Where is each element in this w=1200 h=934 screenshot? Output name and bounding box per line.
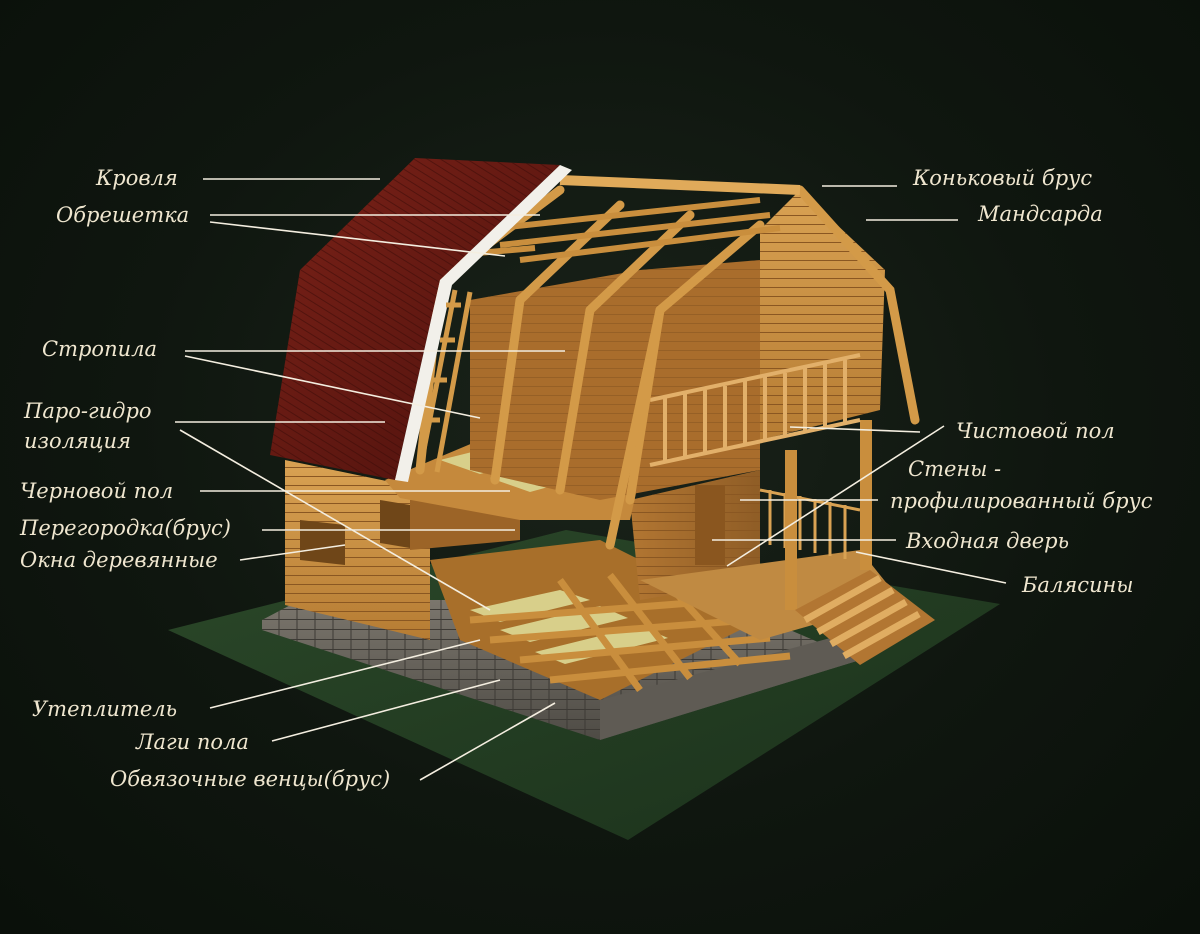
label-windows: Окна деревянные <box>20 547 218 573</box>
label-finish-floor: Чистовой пол <box>956 418 1115 444</box>
label-floor-joists: Лаги пола <box>136 729 249 755</box>
label-mansard: Мандсарда <box>978 201 1103 227</box>
label-balusters: Балясины <box>1022 572 1133 598</box>
label-partition: Перегородка(брус) <box>20 515 231 541</box>
label-rafters: Стропила <box>42 336 157 362</box>
entrance-door <box>695 485 725 565</box>
label-battens: Обрешетка <box>56 202 189 228</box>
label-ridge-beam: Коньковый брус <box>913 165 1092 191</box>
label-entrance-door: Входная дверь <box>906 528 1069 554</box>
label-vapour-barrier-1: Паро-гидро <box>24 398 152 424</box>
label-roofing: Кровля <box>96 165 178 191</box>
ridge-beam <box>560 180 800 190</box>
label-subfloor: Черновой пол <box>20 478 173 504</box>
label-sill-beams: Обвязочные венцы(брус) <box>110 766 390 792</box>
label-insulation: Утеплитель <box>32 696 177 722</box>
label-vapour-barrier-2: изоляция <box>24 428 131 454</box>
label-walls-2: профилированный брус <box>890 488 1152 514</box>
label-walls-1: Стены - <box>908 456 1001 482</box>
window-left-2 <box>380 500 410 548</box>
window-left <box>300 520 345 565</box>
